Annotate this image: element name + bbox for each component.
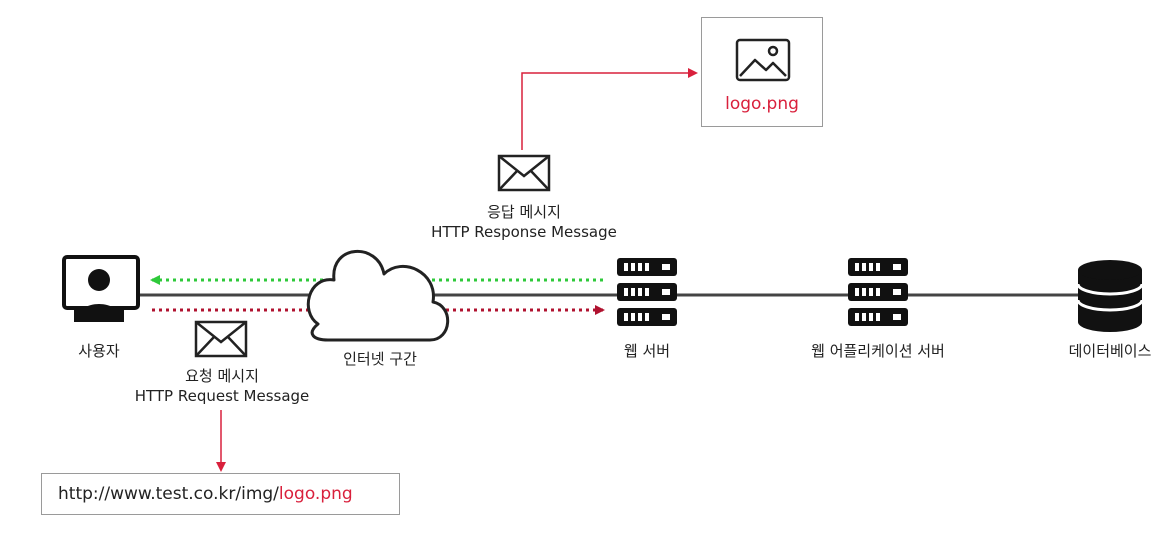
request-message-label: 요청 메시지 HTTP Request Message (135, 366, 310, 406)
response-label-ko: 응답 메시지 (487, 203, 561, 221)
request-label-ko: 요청 메시지 (185, 367, 259, 385)
server-rack-icon (617, 258, 677, 326)
envelope-icon (194, 320, 248, 358)
envelope-icon-response (497, 154, 551, 192)
was-label: 웹 어플리케이션 서버 (811, 342, 945, 360)
response-message-label: 응답 메시지 HTTP Response Message (431, 202, 617, 242)
request-url-prefix: http://www.test.co.kr/img/ (58, 484, 279, 504)
web-server-label: 웹 서버 (623, 342, 671, 360)
database-icon (1076, 260, 1144, 332)
person-monitor-icon (62, 255, 140, 322)
cloud-icon (306, 249, 450, 342)
request-url-box: http://www.test.co.kr/img/logo.png (41, 473, 400, 515)
server-rack-icon-was (848, 258, 908, 326)
user-label: 사용자 (78, 342, 120, 360)
request-url-file: logo.png (278, 484, 353, 504)
response-label-en: HTTP Response Message (431, 223, 617, 241)
request-label-en: HTTP Request Message (134, 387, 310, 405)
image-icon (735, 38, 791, 82)
response-file-pointer (521, 68, 698, 150)
database-label: 데이터베이스 (1068, 342, 1152, 360)
response-file-name: logo.png (725, 94, 799, 114)
response-file-box: logo.png (701, 17, 823, 127)
internet-label: 인터넷 구간 (343, 350, 417, 368)
